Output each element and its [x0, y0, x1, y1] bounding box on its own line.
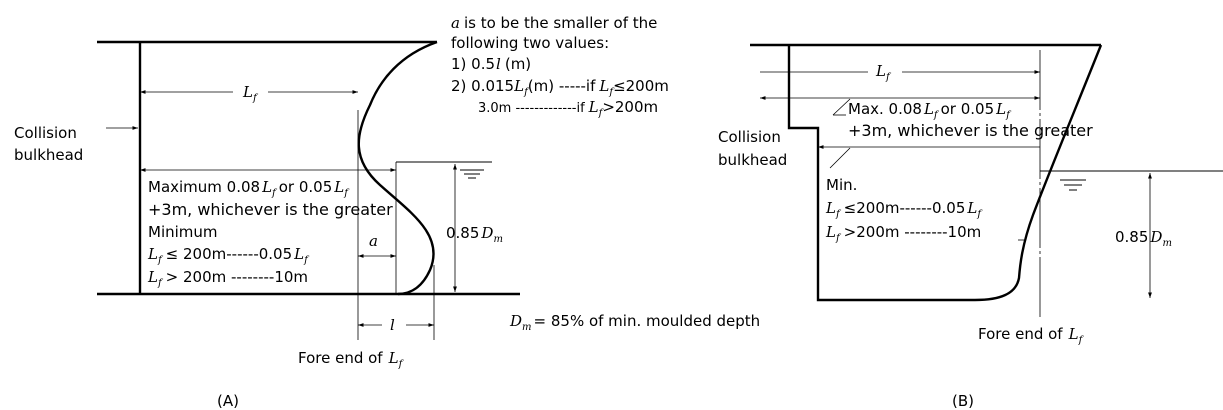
a-collision-label-1: Collision — [14, 124, 77, 142]
a-lf-label: Lf — [242, 83, 259, 104]
b-lf-label: Lf — [875, 62, 892, 83]
a-rule-opt-1: 1) 0.5l(m) — [451, 55, 531, 73]
a-collision-label-2: bulkhead — [14, 146, 83, 164]
a-waterline-symbol — [460, 169, 484, 179]
a-rule-line-2: following two values: — [451, 34, 609, 52]
a-max-text-2: +3m, whichever is the greater — [148, 200, 393, 219]
a-a-label: a — [369, 232, 378, 250]
b-hull-outline — [787, 44, 1103, 302]
a-min-cond-2: Lf> 200m --------10m — [147, 268, 308, 289]
b-collision-label-1: Collision — [718, 128, 781, 146]
b-max-leader — [832, 98, 851, 116]
b-collision-label-2: bulkhead — [718, 151, 787, 169]
b-min-leader — [829, 147, 851, 169]
dm-definition: Dm= 85% of min. moulded depth — [509, 312, 760, 333]
a-min-label: Minimum — [148, 223, 218, 241]
b-max-text-2: +3m, whichever is the greater — [848, 121, 1093, 140]
b-min-label: Min. — [826, 176, 857, 194]
b-min-cond-2: Lf>200m --------10m — [825, 223, 981, 244]
b-caption: (B) — [952, 392, 974, 410]
a-bow-profile — [357, 40, 438, 296]
a-l-label: l — [390, 316, 395, 334]
a-caption: (A) — [217, 392, 239, 410]
b-waterline-symbol — [1060, 179, 1086, 191]
